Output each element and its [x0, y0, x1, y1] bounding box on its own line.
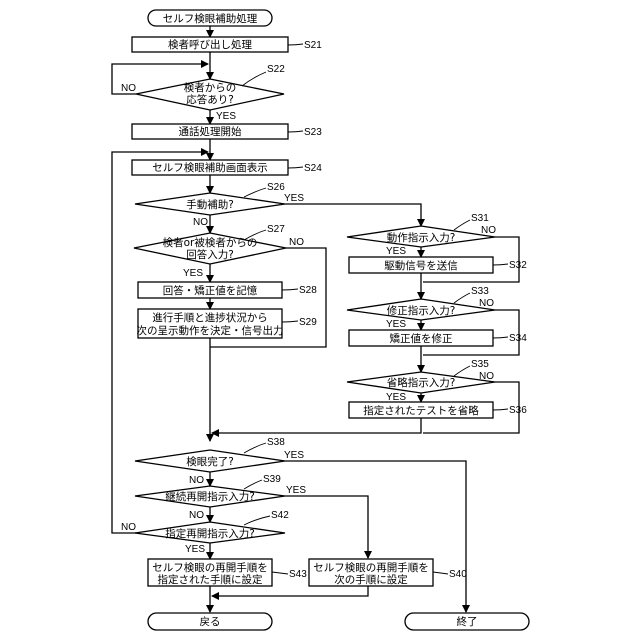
step-s22: S22 [267, 64, 285, 75]
decision-s22-line2: 応答あり? [186, 93, 234, 106]
decision-s39: 継続再開指示入力? [135, 486, 285, 507]
decision-s27-line2: 回答入力? [186, 248, 234, 261]
process-s28: 回答・矯正値を記憶 [138, 282, 282, 298]
step-s35: S35 [471, 359, 489, 370]
terminal-end-text: 終了 [457, 615, 478, 628]
process-s36: 指定されたテストを省略 [349, 402, 493, 418]
process-s43: セルフ検眼の再開手順を 指定された手順に設定 [148, 559, 272, 586]
decision-s35: 省略指示入力? [347, 372, 495, 393]
process-s24: セルフ検眼補助画面表示 [132, 160, 288, 175]
step-s40: S40 [449, 569, 467, 580]
decision-s31: 動作指示入力? [347, 226, 495, 247]
step-s29: S29 [299, 317, 317, 328]
step-s23: S23 [304, 127, 322, 138]
decision-s42-text: 指定再開指示入力? [165, 527, 255, 540]
process-s40: セルフ検眼の再開手順を 次の手順に設定 [309, 559, 433, 586]
decision-s26: 手動補助? [135, 193, 285, 215]
branch-s26-yes: YES [284, 193, 304, 204]
process-s21-text: 検者呼び出し処理 [168, 38, 252, 51]
decision-s38: 検眼完了? [135, 450, 285, 472]
process-s34: 矯正値を修正 [349, 330, 493, 346]
decision-s26-text: 手動補助? [186, 198, 234, 211]
branch-s42-yes: YES [185, 544, 205, 555]
branch-s35-yes: YES [386, 392, 406, 403]
process-s21: 検者呼び出し処理 [132, 37, 288, 52]
branch-s31-yes: YES [386, 246, 406, 257]
decision-s33-text: 修正指示入力? [387, 304, 456, 317]
process-s32-text: 駆動信号を送信 [384, 259, 458, 272]
process-s40-line1: セルフ検眼の再開手順を [313, 561, 429, 574]
step-s38: S38 [267, 437, 285, 448]
step-s43: S43 [289, 569, 307, 580]
branch-s22-yes: YES [216, 111, 236, 122]
terminal-start-text: セルフ検眼補助処理 [163, 12, 258, 25]
decision-s27: 検者or被検者からの 回答入力? [134, 233, 286, 264]
branch-s39-no: NO [189, 510, 204, 521]
decision-s35-text: 省略指示入力? [387, 376, 456, 389]
step-s21: S21 [304, 40, 322, 51]
branch-s38-no: NO [189, 475, 204, 486]
branch-s38-yes: YES [284, 450, 304, 461]
terminal-end: 終了 [405, 613, 529, 630]
process-s34-text: 矯正値を修正 [390, 332, 453, 345]
step-s31: S31 [471, 213, 489, 224]
step-s33: S33 [471, 286, 489, 297]
decision-s38-text: 検眼完了? [186, 455, 234, 468]
branch-s33-yes: YES [386, 319, 406, 330]
decision-s27-line1: 検者or被検者からの [163, 236, 258, 249]
decision-s42: 指定再開指示入力? [135, 522, 285, 543]
step-s34: S34 [509, 333, 527, 344]
branch-s35-no: NO [479, 371, 494, 382]
process-s29: 進行手順と進捗状況から 次の呈示動作を決定・信号出力 [137, 309, 284, 338]
branch-s26-no: NO [193, 217, 208, 228]
step-s32: S32 [509, 260, 527, 271]
branch-s42-no: NO [121, 522, 136, 533]
step-s24: S24 [304, 163, 322, 174]
decision-s22: 検者からの 応答あり? [136, 79, 284, 110]
terminal-return-text: 戻る [200, 615, 221, 628]
process-s40-line2: 次の手順に設定 [334, 573, 408, 586]
branch-s33-no: NO [479, 298, 494, 309]
decision-s33: 修正指示入力? [347, 299, 495, 320]
terminal-return: 戻る [148, 613, 272, 630]
process-s23-text: 通話処理開始 [179, 125, 242, 138]
process-s29-line1: 進行手順と進捗状況から [152, 311, 268, 324]
process-s43-line1: セルフ検眼の再開手順を [152, 561, 268, 574]
step-s26: S26 [267, 182, 285, 193]
branch-s27-no: NO [289, 237, 304, 248]
branch-s27-yes: YES [183, 268, 203, 279]
step-s39: S39 [263, 474, 281, 485]
branch-s39-yes: YES [286, 485, 306, 496]
process-s23: 通話処理開始 [132, 124, 288, 139]
terminal-start: セルフ検眼補助処理 [148, 10, 272, 26]
process-s43-line2: 指定された手順に設定 [158, 573, 263, 586]
decision-s22-line1: 検者からの [184, 81, 237, 94]
process-s32: 駆動信号を送信 [349, 257, 493, 273]
step-s36: S36 [509, 405, 527, 416]
process-s24-text: セルフ検眼補助画面表示 [152, 161, 268, 174]
branch-s31-no: NO [481, 225, 496, 236]
process-s36-text: 指定されたテストを省略 [363, 404, 479, 417]
process-s29-line2: 次の呈示動作を決定・信号出力 [137, 324, 284, 337]
step-s28: S28 [299, 285, 317, 296]
decision-s39-text: 継続再開指示入力? [165, 490, 255, 503]
decision-s31-text: 動作指示入力? [387, 231, 456, 244]
step-s27: S27 [267, 224, 285, 235]
process-s28-text: 回答・矯正値を記憶 [163, 284, 258, 297]
branch-s22-no: NO [121, 83, 136, 94]
step-s42: S42 [271, 510, 289, 521]
